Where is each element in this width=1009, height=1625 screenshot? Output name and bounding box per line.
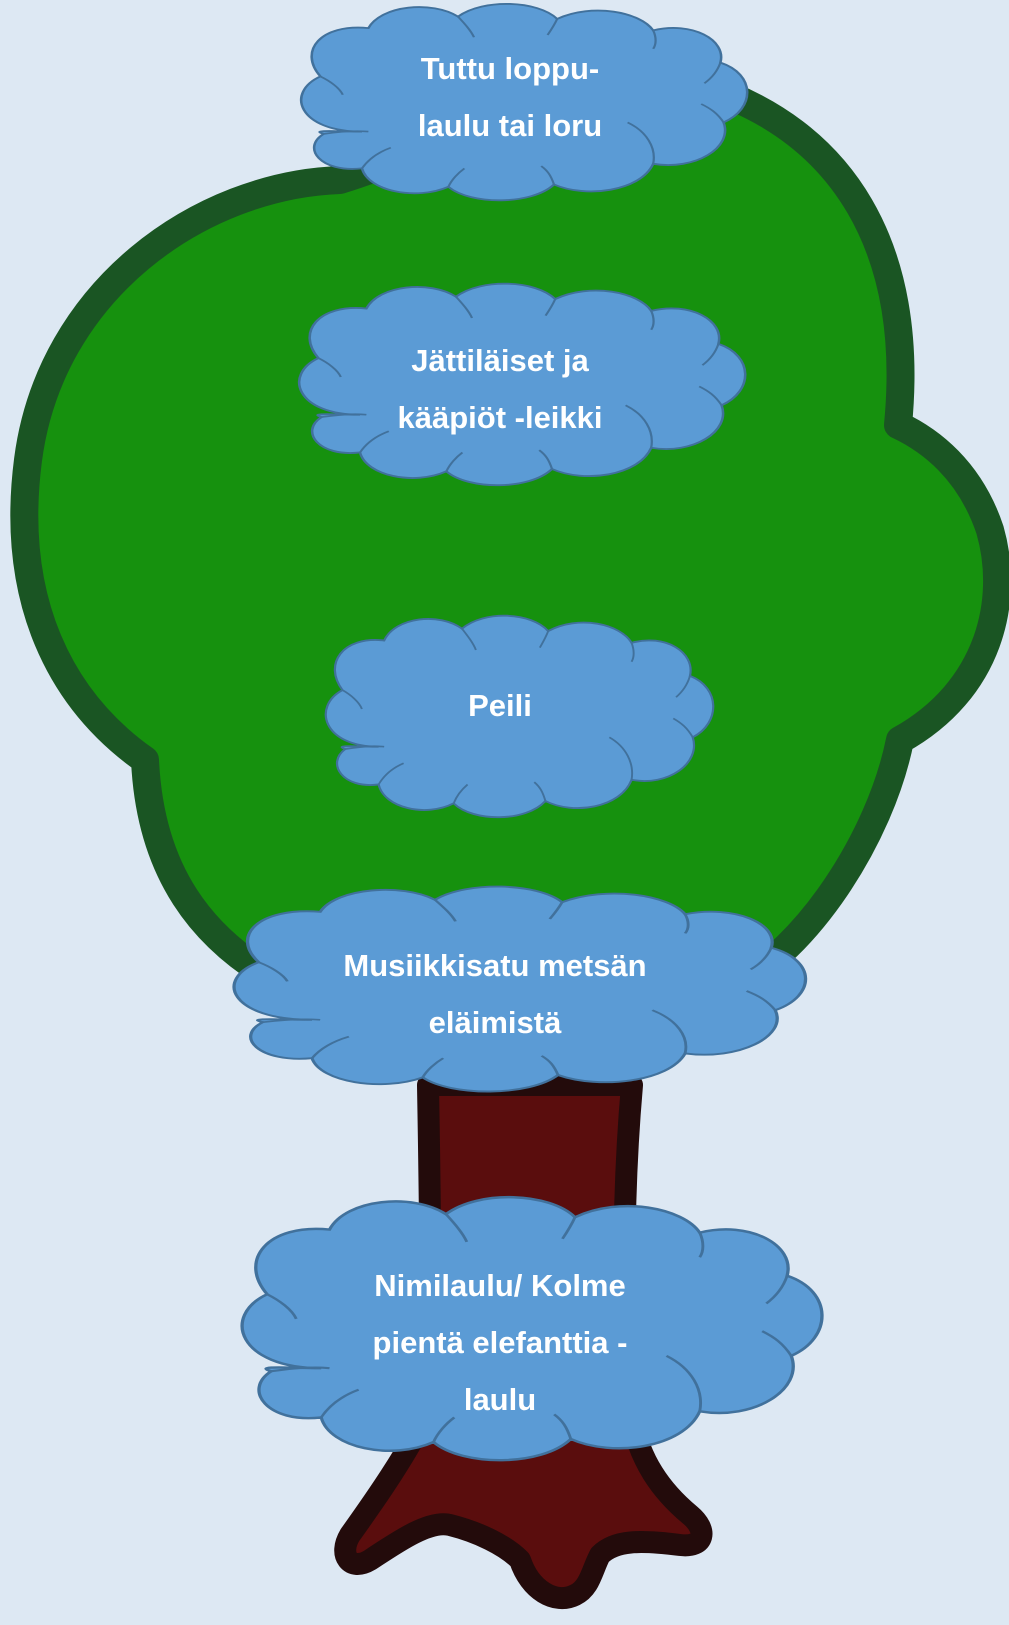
- cloud-4-line-1: Musiikkisatu metsän: [343, 948, 647, 983]
- cloud-2-line-1: Jättiläiset ja: [411, 343, 589, 378]
- cloud-2-label: Jättiläiset ja kääpiöt -leikki: [290, 330, 710, 448]
- cloud-4-label: Musiikkisatu metsän eläimistä: [260, 935, 730, 1053]
- cloud-5-line-2: pientä elefanttia -: [372, 1324, 628, 1360]
- cloud-1-line-2: laulu tai loru: [417, 108, 603, 143]
- cloud-5-line-1: Nimilaulu/ Kolme: [374, 1267, 626, 1303]
- cloud-5-line-3: laulu: [463, 1381, 537, 1417]
- cloud-1-line-1: Tuttu loppu-: [420, 51, 600, 86]
- cloud-1-label: Tuttu loppu- laulu tai loru: [300, 38, 720, 156]
- cloud-5-label: Nimilaulu/ Kolme pientä elefanttia - lau…: [270, 1254, 730, 1430]
- cloud-3-label: Peili: [330, 675, 670, 735]
- cloud-4-line-2: eläimistä: [428, 1005, 562, 1040]
- tree-canopy: [10, 64, 1009, 999]
- cloud-3-line-1: Peili: [468, 687, 532, 723]
- cloud-2-line-2: kääpiöt -leikki: [397, 400, 603, 435]
